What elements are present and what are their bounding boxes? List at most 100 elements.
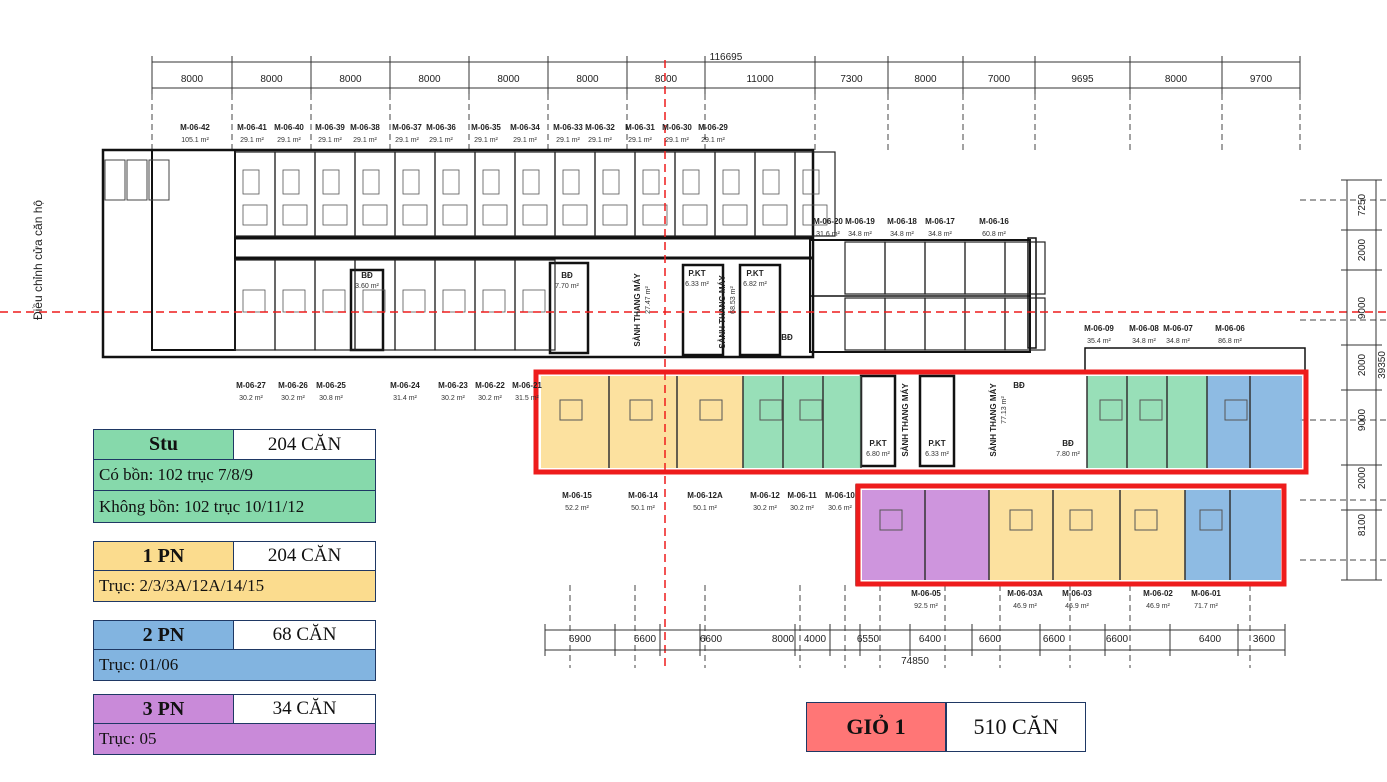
unit-label-mid-5: M-06-16 (979, 217, 1009, 226)
room-bd-4-area: 7.80 m² (1056, 451, 1080, 458)
top-dimension-12: 9695 (1071, 74, 1094, 85)
unit-area-top-11: 29.1 m² (588, 137, 612, 144)
top-dimension-4: 8000 (418, 74, 441, 85)
lobby-1: SẢNH THANG MÁY (633, 273, 642, 347)
unit-label-top-11: M-06-32 (585, 123, 615, 132)
room-pkt-4-area: 6.33 m² (925, 451, 949, 458)
unit-label-right-4: M-06-06 (1215, 324, 1245, 333)
unit-label-mid-1: M-06-20 (813, 217, 843, 226)
unit-area-top-13: 29.1 m² (665, 137, 689, 144)
room-bd-2-area: 7.70 m² (555, 283, 579, 290)
total-dimension-top: 116695 (710, 52, 743, 63)
unit-area-top-3: 29.1 m² (277, 137, 301, 144)
lobby-2-area: 68.53 m² (730, 286, 737, 314)
right-dimension-5: 9000 (1357, 408, 1368, 431)
top-dimension-3: 8000 (339, 74, 362, 85)
unit-label-lower-6: M-06-22 (475, 381, 505, 390)
right-dimension-7: 8100 (1357, 513, 1368, 536)
unit-label-lower-7: M-06-21 (512, 381, 542, 390)
unit-label-lower-3: M-06-25 (316, 381, 346, 390)
unit-area-bottom-a-5: 30.2 m² (790, 505, 814, 512)
right-dimension-4: 2000 (1357, 353, 1368, 376)
top-unit-cells (234, 151, 836, 237)
room-pkt-2: P.KT (746, 269, 763, 278)
unit-label-mid-4: M-06-17 (925, 217, 955, 226)
lobby-4-area: 77.13 m² (1001, 396, 1008, 424)
unit-label-bottom-b-3: M-06-03 (1062, 589, 1092, 598)
right-dimension-1: 7250 (1357, 193, 1368, 216)
unit-area-bottom-b-2: 46.9 m² (1013, 603, 1037, 610)
top-dimension-7: 8000 (655, 74, 678, 85)
top-dimension-11: 7000 (988, 74, 1011, 85)
room-pkt-2-area: 6.82 m² (743, 281, 767, 288)
room-bd-4: BĐ (1062, 439, 1074, 448)
unit-label-right-3: M-06-07 (1163, 324, 1193, 333)
top-dimension-2: 8000 (260, 74, 283, 85)
total-basket-name: GIỎ 1 (806, 702, 946, 752)
unit-label-bottom-b-1: M-06-05 (911, 589, 941, 598)
unit-area-top-12: 29.1 m² (628, 137, 652, 144)
room-bd-2: BĐ (561, 271, 573, 280)
legend-2pn-line-1: Trục: 01/06 (93, 649, 376, 681)
unit-area-mid-4: 34.8 m² (928, 231, 952, 238)
unit-label-top-2: M-06-41 (237, 123, 267, 132)
highlight-frame-upper (533, 369, 1309, 475)
total-basket-count: 510 CĂN (946, 702, 1086, 752)
top-dimension-5: 8000 (497, 74, 520, 85)
legend-3pn-type: 3 PN (93, 694, 234, 724)
legend-1pn-line-1: Trục: 2/3/3A/12A/14/15 (93, 570, 376, 602)
unit-label-lower-2: M-06-26 (278, 381, 308, 390)
unit-label-top-5: M-06-38 (350, 123, 380, 132)
bottom-dimension-3: 6600 (700, 634, 723, 645)
room-pkt-4: P.KT (928, 439, 945, 448)
unit-label-bottom-a-4: M-06-12 (750, 491, 780, 500)
unit-label-bottom-b-2: M-06-03A (1007, 589, 1043, 598)
lobby-1-area: 27.47 m² (645, 286, 652, 314)
unit-label-top-4: M-06-39 (315, 123, 345, 132)
unit-area-lower-7: 31.5 m² (515, 395, 539, 402)
zone-stu-b (1087, 376, 1207, 468)
top-dimension-8: 11000 (746, 74, 774, 85)
bottom-dimension-9: 6600 (1043, 634, 1066, 645)
bottom-dimension-1: 6900 (569, 634, 592, 645)
unit-area-bottom-b-3: 46.9 m² (1065, 603, 1089, 610)
unit-area-bottom-a-3: 50.1 m² (693, 505, 717, 512)
legend-stu-count: 204 CĂN (233, 429, 376, 460)
legend-2pn-type: 2 PN (93, 620, 234, 650)
unit-label-top-13: M-06-30 (662, 123, 692, 132)
lobby-2: SẢNH THANG MÁY (718, 275, 727, 349)
zone-two-pn-b (1185, 490, 1281, 580)
bottom-dimension-4: 8000 (772, 634, 795, 645)
unit-area-top-8: 29.1 m² (474, 137, 498, 144)
room-bd-3: BĐ (1013, 381, 1025, 390)
highlight-zones (533, 369, 1309, 587)
unit-area-top-10: 29.1 m² (556, 137, 580, 144)
unit-label-right-2: M-06-08 (1129, 324, 1159, 333)
highlight-frame-lower (855, 483, 1287, 587)
legend-1pn-type: 1 PN (93, 541, 234, 571)
right-dimension-6: 2000 (1357, 466, 1368, 489)
unit-label-bottom-a-3: M-06-12A (687, 491, 723, 500)
total-dimension-bottom: 74850 (901, 656, 929, 667)
unit-area-bottom-b-4: 46.9 m² (1146, 603, 1170, 610)
unit-area-bottom-a-1: 52.2 m² (565, 505, 589, 512)
unit-area-mid-5: 60.8 m² (982, 231, 1006, 238)
unit-area-top-6: 29.1 m² (395, 137, 419, 144)
unit-label-lower-5: M-06-23 (438, 381, 468, 390)
unit-label-top-8: M-06-35 (471, 123, 501, 132)
room-pkt-1: P.KT (688, 269, 705, 278)
top-dimension-14: 9700 (1250, 74, 1273, 85)
unit-label-top-7: M-06-36 (426, 123, 456, 132)
unit-label-bottom-a-2: M-06-14 (628, 491, 658, 500)
grid-lines (151, 94, 1387, 668)
legend-2pn-count: 68 CĂN (233, 620, 376, 650)
legend-3pn-line-1: Trục: 05 (93, 723, 376, 755)
room-pkt-3-area: 6.80 m² (866, 451, 890, 458)
top-dimension-6: 8000 (576, 74, 599, 85)
unit-label-top-9: M-06-34 (510, 123, 540, 132)
unit-label-top-10: M-06-33 (553, 123, 583, 132)
